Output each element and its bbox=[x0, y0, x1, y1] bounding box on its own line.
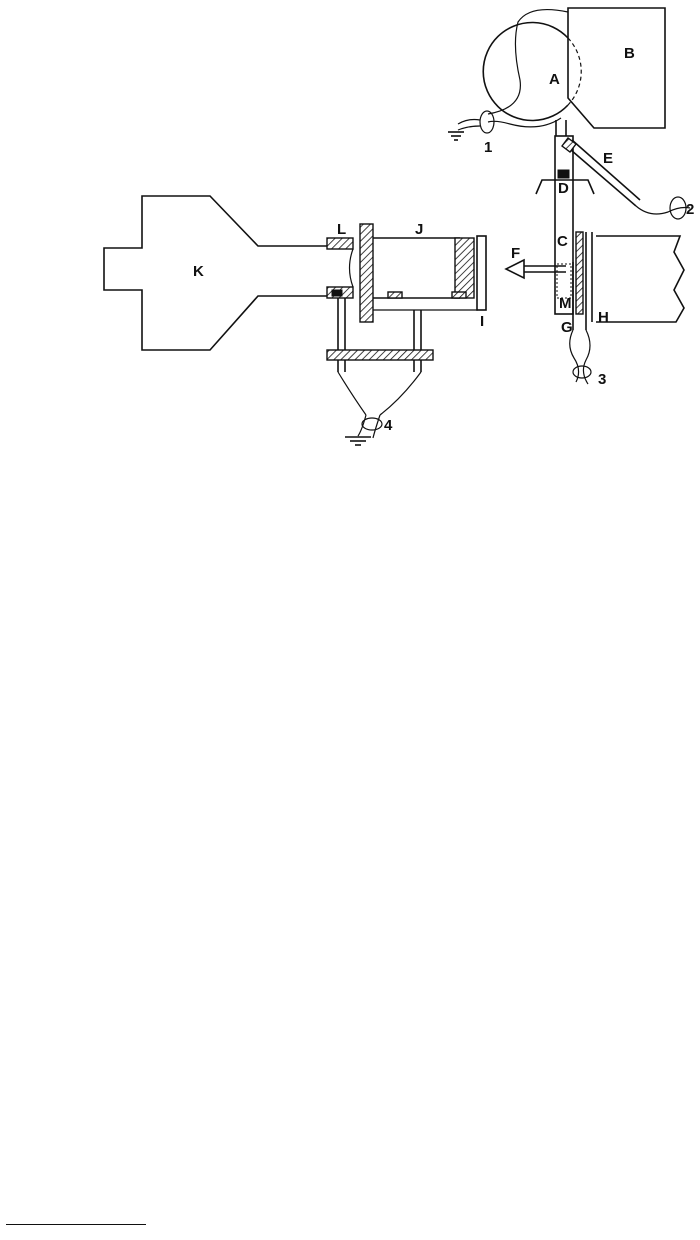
label-k: K bbox=[193, 263, 204, 280]
support-stand bbox=[327, 298, 433, 445]
label-3: 3 bbox=[598, 371, 606, 388]
label-g: G bbox=[561, 319, 573, 336]
label-j: J bbox=[415, 221, 423, 238]
component-k bbox=[104, 196, 330, 350]
label-l: L bbox=[337, 221, 346, 238]
label-a: A bbox=[549, 71, 560, 88]
label-i: I bbox=[480, 313, 484, 330]
label-b: B bbox=[624, 45, 635, 62]
label-c: C bbox=[557, 233, 568, 250]
label-f: F bbox=[511, 245, 520, 262]
side-block bbox=[596, 236, 684, 322]
component-h bbox=[586, 232, 592, 330]
lead-3 bbox=[570, 330, 591, 384]
label-2: 2 bbox=[686, 201, 694, 218]
apparatus-diagram: A B C D E F G H I J K L M 1 2 3 4 bbox=[0, 0, 700, 470]
label-4: 4 bbox=[384, 417, 393, 434]
component-i bbox=[477, 236, 486, 310]
label-e: E bbox=[603, 150, 613, 167]
component-m bbox=[576, 232, 583, 314]
label-m: M bbox=[559, 295, 572, 312]
label-d: D bbox=[558, 180, 569, 197]
component-j bbox=[373, 238, 478, 310]
component-b bbox=[568, 8, 665, 128]
component-l bbox=[327, 224, 373, 322]
footnote-rule bbox=[6, 1224, 146, 1225]
component-e bbox=[562, 138, 690, 219]
component-a bbox=[483, 23, 581, 137]
column-c bbox=[555, 136, 573, 314]
label-h: H bbox=[598, 309, 609, 326]
label-1: 1 bbox=[484, 139, 492, 156]
